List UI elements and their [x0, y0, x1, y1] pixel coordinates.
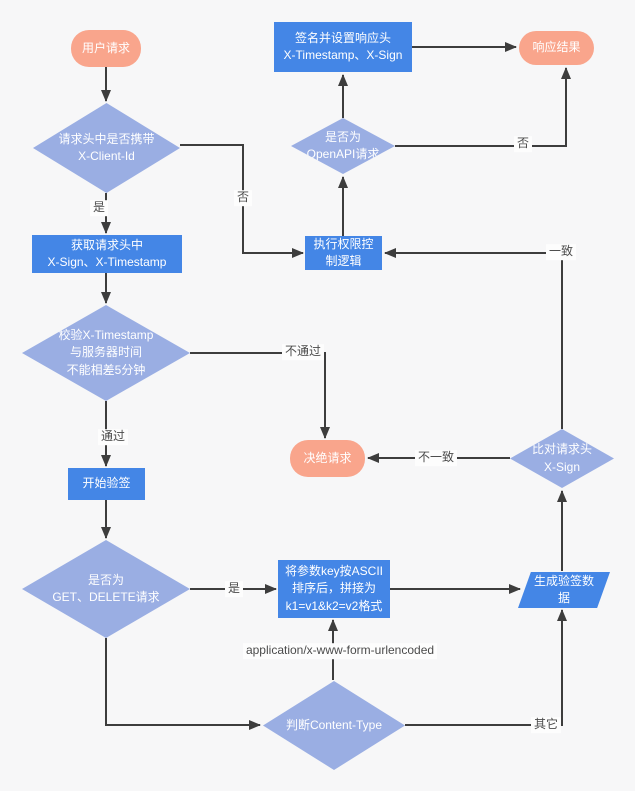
node-start-verify: 开始验签 — [68, 468, 145, 500]
node-gen-sign-data: 生成验签数 据 — [518, 572, 610, 608]
edge-label-no-openapi: 否 — [513, 136, 533, 152]
edge-label-form-urlencoded: application/x-www-form-urlencoded — [242, 643, 438, 659]
edge-label-match: 一致 — [545, 244, 577, 260]
edge-label-other: 其它 — [530, 717, 562, 733]
edge-openapi-no-to-response — [395, 67, 571, 147]
edge-label-yes-method: 是 — [224, 581, 244, 597]
edge-method-no-to-contenttype — [105, 638, 261, 730]
edge-contenttype-other-to-gendata — [405, 609, 567, 726]
node-get-headers: 获取请求头中 X-Sign、X-Timestamp — [32, 235, 182, 273]
edge-label-yes-clientid: 是 — [89, 200, 109, 216]
node-response-result: 响应结果 — [519, 31, 594, 65]
edge-compare-match-to-permission — [384, 248, 563, 429]
edge-label-mismatch: 不一致 — [414, 450, 458, 466]
edge-label-no-clientid: 否 — [233, 190, 253, 206]
node-exec-permission: 执行权限控 制逻辑 — [305, 236, 382, 270]
node-reject-request: 决绝请求 — [290, 440, 365, 477]
node-user-request: 用户请求 — [71, 30, 141, 67]
node-sort-params: 将参数key按ASCII 排序后，拼接为 k1=v1&k2=v2格式 — [278, 560, 390, 618]
node-sign-response: 签名并设置响应头 X-Timestamp、X-Sign — [274, 22, 412, 72]
edge-label-pass: 通过 — [97, 429, 129, 445]
edge-label-fail: 不通过 — [281, 344, 325, 360]
edge-timestamp-fail-to-reject — [190, 352, 330, 439]
